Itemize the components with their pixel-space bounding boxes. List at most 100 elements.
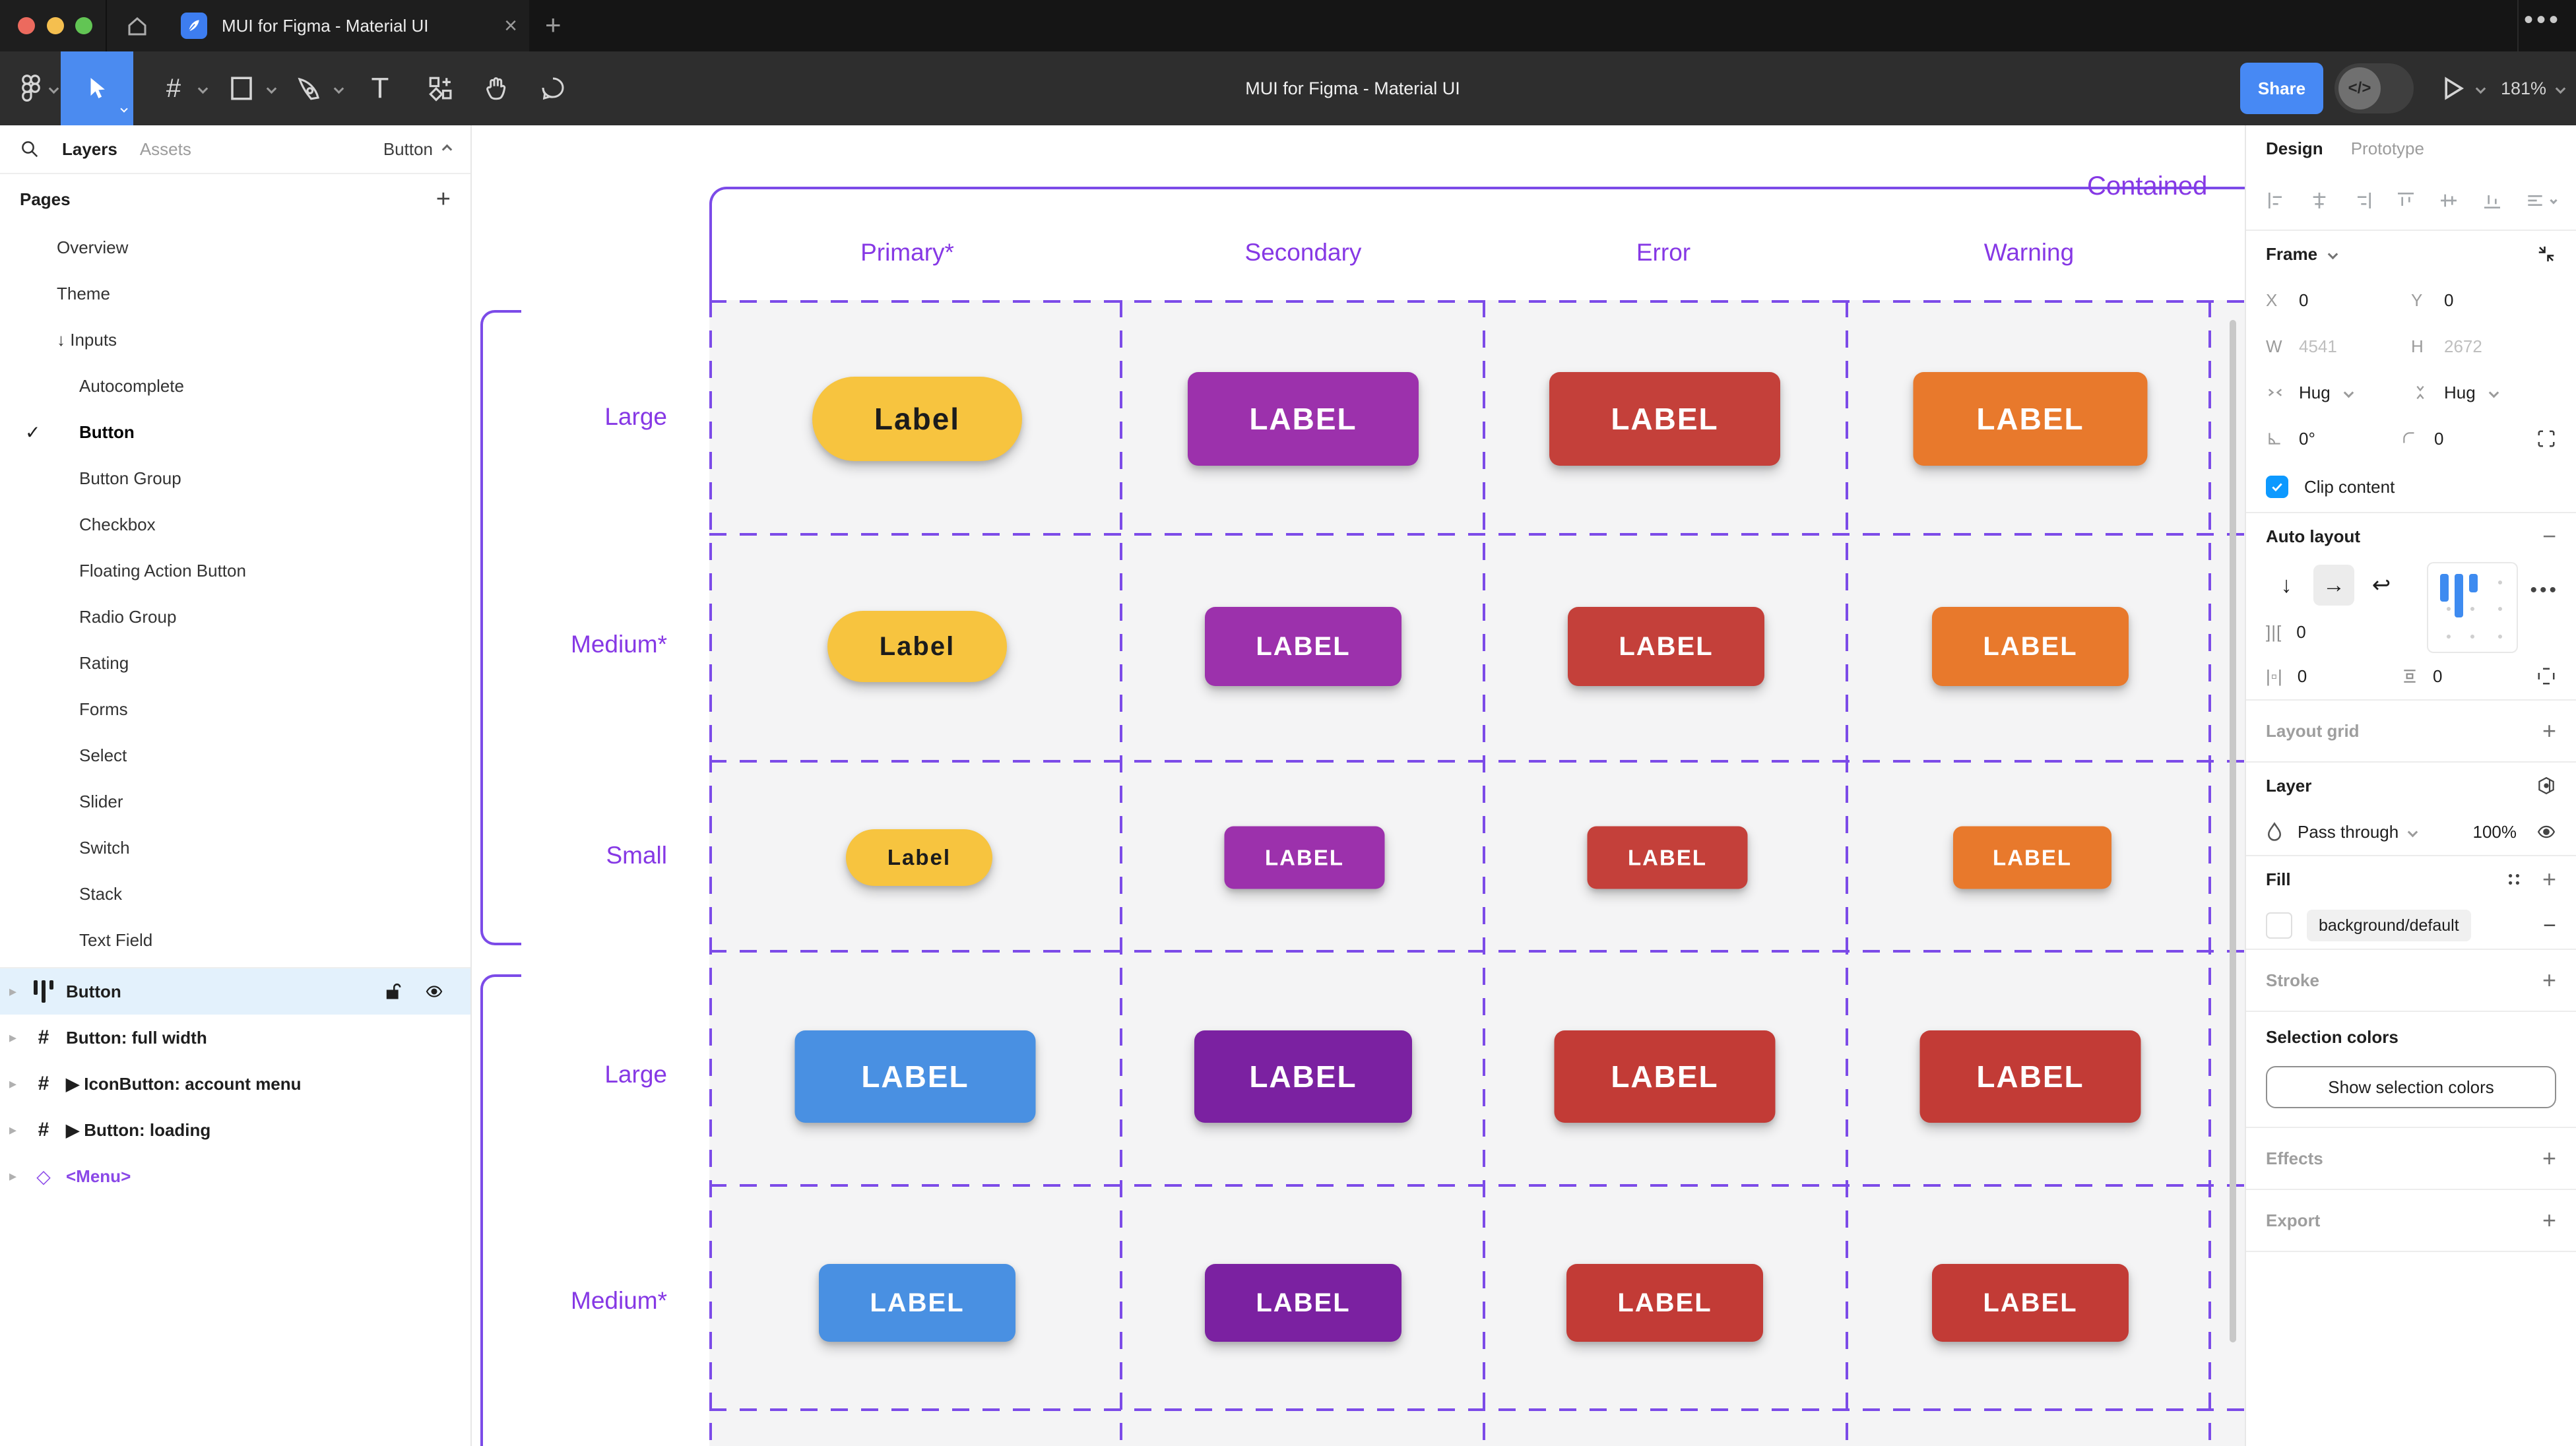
share-button[interactable]: Share [2240, 63, 2323, 114]
vertical-padding-value[interactable]: 0 [2433, 666, 2442, 687]
page-item[interactable]: Forms [0, 686, 470, 732]
canvas-button[interactable]: LABEL [1920, 1030, 2141, 1123]
disclosure-icon[interactable]: ▸ [9, 1075, 16, 1092]
lock-open-icon[interactable] [385, 982, 402, 1001]
pen-tool-chevron-icon[interactable] [329, 51, 348, 125]
x-value[interactable]: 0 [2299, 290, 2308, 311]
page-item[interactable]: Theme [0, 270, 470, 317]
gap-value[interactable]: 0 [2296, 622, 2305, 643]
canvas-button[interactable]: Label [812, 377, 1022, 461]
canvas-button[interactable]: LABEL [1549, 372, 1780, 466]
page-item[interactable]: Text Field [0, 917, 470, 963]
canvas[interactable]: Primary*SecondaryErrorWarning LargeMediu… [472, 125, 2245, 1446]
height-value[interactable]: 2672 [2444, 336, 2482, 357]
shape-tool-chevron-icon[interactable] [261, 51, 281, 125]
home-icon[interactable] [125, 15, 149, 38]
page-item[interactable]: Overview [0, 224, 470, 270]
minimize-window-button[interactable] [47, 17, 64, 34]
window-overflow-menu-icon[interactable]: ••• [2524, 5, 2561, 35]
distribute-more-icon[interactable] [2525, 190, 2556, 211]
canvas-button[interactable]: LABEL [1953, 827, 2111, 889]
page-item[interactable]: ↓ Inputs [0, 317, 470, 363]
canvas-button[interactable]: LABEL [1225, 827, 1385, 889]
canvas-button[interactable]: LABEL [1932, 607, 2129, 686]
frame-tool-chevron-icon[interactable] [193, 51, 212, 125]
frame-title[interactable]: Contained [2087, 172, 2207, 201]
close-tab-icon[interactable]: × [504, 15, 517, 37]
auto-layout-alignment-widget[interactable] [2427, 562, 2518, 653]
move-tool-button[interactable] [61, 51, 133, 125]
tab-design[interactable]: Design [2266, 139, 2323, 159]
canvas-button[interactable]: LABEL [1555, 1030, 1776, 1123]
present-control[interactable] [2441, 51, 2484, 125]
canvas-button[interactable]: LABEL [1914, 372, 2148, 466]
canvas-button[interactable]: Label [846, 829, 992, 886]
canvas-button[interactable]: LABEL [1205, 607, 1401, 686]
horizontal-padding-value[interactable]: 0 [2298, 666, 2307, 687]
tab-layers[interactable]: Layers [62, 139, 117, 160]
search-icon[interactable] [20, 139, 40, 159]
add-effect-button[interactable]: + [2542, 1145, 2556, 1172]
page-item[interactable]: Rating [0, 640, 470, 686]
corner-radius-value[interactable]: 0 [2434, 429, 2443, 449]
fill-color-swatch[interactable] [2266, 912, 2292, 939]
shape-tool-button[interactable] [223, 51, 260, 125]
page-item[interactable]: Autocomplete [0, 363, 470, 409]
canvas-button[interactable]: LABEL [1932, 1264, 2129, 1342]
text-tool-button[interactable]: T [362, 51, 399, 125]
layer-visibility-eye-icon[interactable] [2536, 822, 2556, 842]
frame-tool-button[interactable]: # [156, 51, 191, 125]
show-selection-colors-button[interactable]: Show selection colors [2266, 1066, 2556, 1108]
tab-assets[interactable]: Assets [140, 139, 191, 160]
fill-styles-icon[interactable] [2505, 871, 2523, 888]
canvas-button[interactable]: LABEL [1188, 372, 1419, 466]
layer-item[interactable]: ▸#▶ Button: loading [0, 1107, 470, 1153]
zoom-window-button[interactable] [75, 17, 92, 34]
independent-corners-icon[interactable] [2536, 429, 2556, 449]
page-item[interactable]: Slider [0, 778, 470, 825]
disclosure-icon[interactable]: ▸ [9, 1121, 16, 1139]
close-window-button[interactable] [18, 17, 35, 34]
visibility-eye-icon[interactable] [424, 982, 444, 1001]
page-item[interactable]: Radio Group [0, 594, 470, 640]
disclosure-icon[interactable]: ▸ [9, 983, 16, 1000]
dev-mode-toggle[interactable]: </> [2334, 63, 2414, 113]
canvas-button[interactable]: LABEL [1205, 1264, 1401, 1342]
pen-tool-button[interactable] [289, 51, 329, 125]
align-left-icon[interactable] [2266, 190, 2287, 211]
collapse-panel-icon[interactable] [2536, 244, 2556, 264]
canvas-button[interactable]: LABEL [819, 1264, 1015, 1342]
layer-item[interactable]: ▸Button [0, 968, 470, 1015]
disclosure-icon[interactable]: ▸ [9, 1029, 16, 1046]
auto-layout-right-icon[interactable]: → [2313, 565, 2354, 606]
comment-tool-button[interactable] [533, 51, 573, 125]
document-tab[interactable]: MUI for Figma - Material UI × [170, 0, 529, 51]
current-page-selector[interactable]: Button [383, 139, 451, 160]
page-item[interactable]: Stack [0, 871, 470, 917]
canvas-button[interactable]: LABEL [1566, 1264, 1763, 1342]
canvas-button[interactable]: LABEL [1568, 607, 1764, 686]
page-item[interactable]: Switch [0, 825, 470, 871]
add-layout-grid-button[interactable]: + [2542, 717, 2556, 745]
new-tab-button[interactable]: + [545, 9, 562, 41]
align-vertical-center-icon[interactable] [2438, 190, 2459, 211]
auto-layout-more-icon[interactable]: ••• [2530, 579, 2559, 602]
layer-item[interactable]: ▸◇<Menu> [0, 1153, 470, 1199]
frame-section-title[interactable]: Frame [2266, 244, 2317, 265]
clip-content-checkbox[interactable] [2266, 476, 2288, 498]
auto-layout-down-icon[interactable]: ↓ [2266, 565, 2307, 606]
remove-auto-layout-button[interactable]: − [2542, 522, 2556, 550]
align-horizontal-center-icon[interactable] [2309, 190, 2330, 211]
canvas-scrollbar[interactable] [2230, 320, 2236, 1342]
auto-layout-wrap-icon[interactable]: ↩ [2361, 565, 2402, 606]
main-menu-figma-icon[interactable] [15, 51, 48, 125]
y-value[interactable]: 0 [2444, 290, 2453, 311]
remove-fill-button[interactable]: − [2543, 913, 2556, 939]
independent-padding-icon[interactable] [2536, 666, 2556, 686]
page-item[interactable]: ✓Button [0, 409, 470, 455]
hug-vertical-value[interactable]: Hug [2444, 383, 2476, 403]
page-item[interactable]: Select [0, 732, 470, 778]
layer-item[interactable]: ▸#Button: full width [0, 1015, 470, 1061]
add-fill-button[interactable]: + [2542, 865, 2556, 893]
page-item[interactable]: Floating Action Button [0, 548, 470, 594]
